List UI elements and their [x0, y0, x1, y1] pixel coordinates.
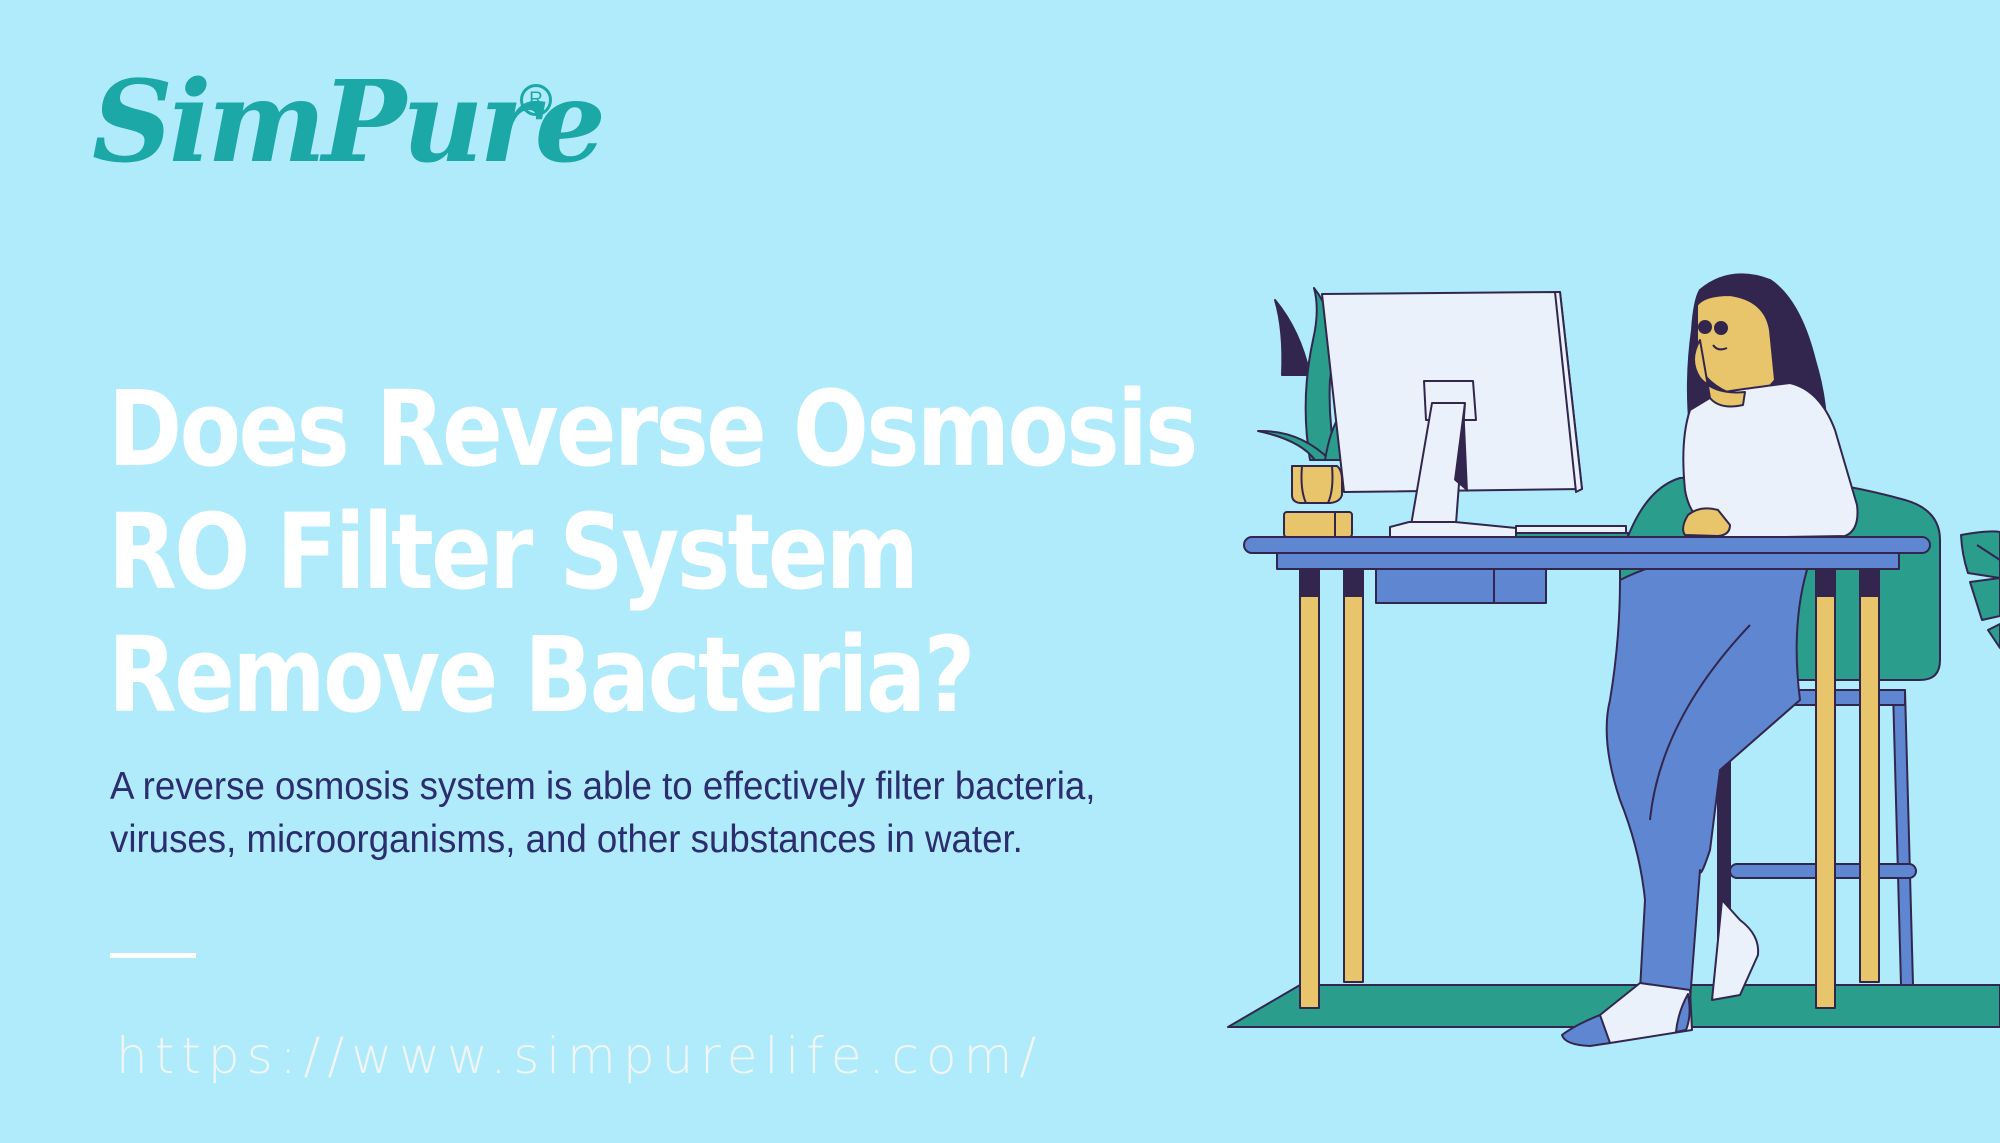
woman-legs: [1605, 552, 1811, 1001]
desk-drawer: [1375, 567, 1547, 604]
desk-top: [1243, 536, 1931, 554]
chair-cushion: [1621, 639, 1761, 701]
keyboard: [1515, 525, 1627, 535]
desk-legs: [1299, 567, 1880, 1009]
woman-body: [1682, 382, 1859, 539]
page-title: Does Reverse Osmosis RO Filter System Re…: [108, 368, 1198, 737]
registered-trademark-icon: R: [520, 84, 552, 116]
woman-face: [1696, 294, 1776, 397]
plant-leaves-right-icon: [1960, 530, 2000, 649]
shoe-heel: [1675, 993, 1691, 1033]
woman-hair: [1686, 273, 1828, 451]
subtitle-line-1: A reverse osmosis system is able to effe…: [110, 765, 1096, 808]
potted-plant-icon: [1257, 287, 1353, 538]
computer-monitor-icon: [1321, 291, 1629, 540]
chair-back: [1619, 475, 1941, 681]
title-line-2: RO Filter System: [108, 491, 919, 613]
chair-leg-back: [1717, 699, 1731, 986]
woman-hand: [1682, 507, 1731, 537]
shoe-toe: [1561, 1014, 1611, 1047]
divider-line: [110, 953, 196, 958]
plant-stand: [1283, 511, 1353, 538]
sock-back: [1711, 899, 1760, 1001]
subtitle-description: A reverse osmosis system is able to effe…: [110, 760, 1332, 866]
simpure-logo: SimPure R: [92, 58, 606, 188]
website-url-link[interactable]: https://www.simpurelife.com/: [116, 1027, 1044, 1085]
plant-pot: [1291, 465, 1343, 504]
chair-seat-rail: [1744, 689, 1906, 706]
floor-rug: [1227, 984, 2000, 1028]
title-line-3: Remove Bacteria?: [108, 614, 976, 736]
chair-leg-right: [1892, 689, 1914, 986]
chair-footrest: [1729, 863, 1917, 879]
sock-front: [1567, 982, 1693, 1045]
desk-apron: [1276, 552, 1900, 570]
subtitle-line-2: viruses, microorganisms, and other subst…: [110, 818, 1023, 861]
logo-wordmark: SimPure: [92, 57, 606, 188]
title-line-1: Does Reverse Osmosis: [108, 368, 1198, 490]
